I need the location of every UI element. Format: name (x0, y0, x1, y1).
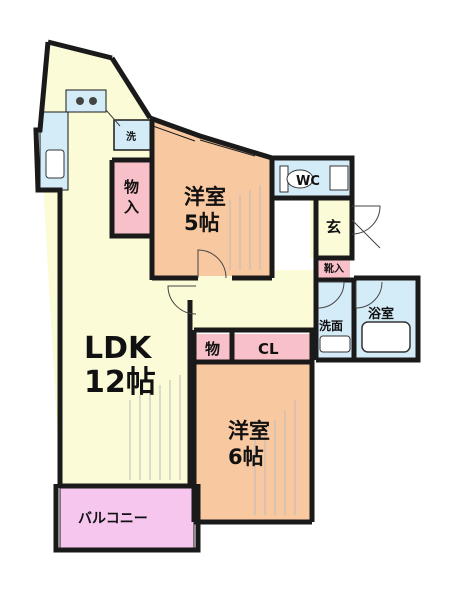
washer-label: 洗 (126, 130, 136, 143)
entrance-label: 玄 (326, 218, 341, 236)
burner-right (89, 97, 97, 105)
washroom-label: 洗面 (319, 318, 343, 333)
western-5-label-line1: 洋室 (184, 185, 226, 209)
washer-space (113, 119, 153, 151)
storage-vertical-label-line2: 入 (124, 198, 139, 216)
toilet-bowl (286, 169, 314, 189)
closet-label: CL (258, 340, 279, 358)
western-6-label-line1: 洋室 (228, 419, 270, 443)
ldk-floor (40, 45, 318, 485)
door-swings (105, 109, 383, 315)
bathroom-label: 浴室 (368, 306, 394, 322)
washbasin (319, 335, 351, 353)
western-6-floor (196, 362, 311, 520)
shading-lines (129, 185, 296, 515)
ldk-label-line1: LDK (84, 331, 153, 366)
toilet-sink (329, 165, 349, 191)
burner-left (76, 97, 84, 105)
toilet-label: WC (296, 174, 320, 189)
entrance-floor (316, 200, 352, 258)
shoe-storage-floor (318, 258, 350, 278)
storage-vertical-label-line1: 物 (124, 178, 139, 196)
stove-counter (65, 89, 107, 113)
western-5-floor (154, 118, 270, 276)
balcony-floor (60, 486, 194, 548)
bathtub (361, 321, 411, 353)
windows (57, 124, 290, 525)
kitchen-sink (45, 149, 65, 179)
western-5-label-line2: 5帖 (184, 211, 220, 235)
closet-floor (234, 334, 310, 360)
western-6-label-line2: 6帖 (228, 445, 264, 469)
ldk-label-line2: 12帖 (84, 365, 156, 400)
balcony-label: バルコニー (78, 511, 148, 527)
storage-small-floor (196, 334, 230, 360)
storage-small-label: 物 (205, 340, 220, 358)
shoe-storage-label: 靴入 (324, 262, 344, 275)
balcony-rail (59, 485, 195, 549)
storage-vertical-floor (112, 162, 152, 234)
